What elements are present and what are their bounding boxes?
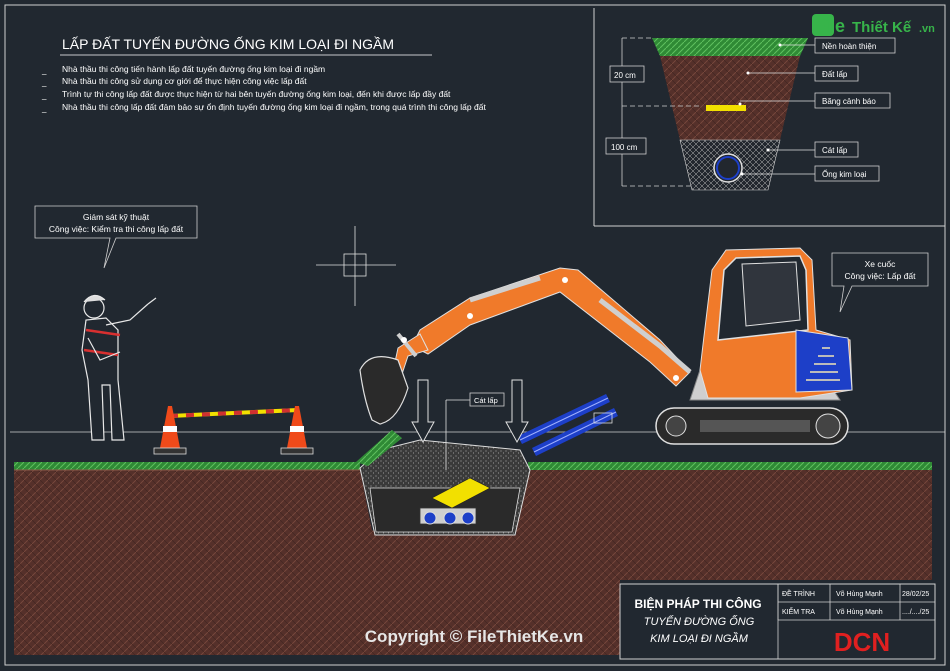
brand-part-b: Thiết Kế — [852, 19, 912, 36]
warning-tape — [706, 105, 746, 111]
title-block-line3: KIM LOẠI ĐI NGẦM — [650, 632, 749, 645]
title-block-line1: BIỆN PHÁP THI CÔNG — [634, 596, 761, 611]
excavator-callout: Xe cuốc Công việc: Lấp đất — [831, 252, 929, 313]
label-warning-tape: Băng cảnh báo — [822, 97, 876, 106]
excavator-boom — [411, 267, 691, 387]
row1-date: 28/02/25 — [902, 591, 929, 598]
trench-pipes — [419, 507, 477, 525]
row2-name: Võ Hùng Mạnh — [836, 609, 883, 616]
note-1: Nhà thầu thi công tiến hành lấp đất tuyế… — [62, 64, 325, 74]
brand-watermark: File Thiết Kế .vn — [812, 14, 935, 36]
backfill-soil-layer — [660, 56, 800, 140]
row1-label: ĐỀ TRÌNH — [782, 588, 815, 598]
dim-100cm: 100 cm — [611, 143, 638, 152]
brand-part-c: .vn — [919, 23, 935, 35]
title-block-line2: TUYẾN ĐƯỜNG ỐNG — [644, 615, 755, 628]
excavator-engine-cover — [795, 329, 853, 393]
trench-label: Cát lấp — [474, 396, 498, 405]
title-block: BIỆN PHÁP THI CÔNG TUYẾN ĐƯỜNG ỐNG KIM L… — [619, 583, 936, 660]
finished-surface-layer — [652, 38, 808, 56]
traffic-barrier — [153, 406, 314, 455]
svg-text:_: _ — [41, 91, 47, 100]
label-metal-pipe: Ống kim loại — [822, 169, 867, 179]
note-3: Trình tự thi công lấp đất được thực hiện… — [62, 89, 451, 99]
excavator — [359, 247, 853, 445]
ground-grass-right — [528, 462, 932, 470]
ground-grass-left — [14, 462, 360, 470]
excavator-name: Xe cuốc — [865, 259, 896, 269]
fill-direction-arrows — [411, 379, 529, 444]
drawing-title: LẤP ĐẤT TUYẾN ĐƯỜNG ỐNG KIM LOẠI ĐI NGẦM — [62, 35, 394, 52]
note-2: Nhà thầu thi công sử dụng cơ giới để thự… — [62, 76, 307, 86]
svg-text:_: _ — [41, 78, 47, 87]
notes-list: _ Nhà thầu thi công tiến hành lấp đất tu… — [41, 64, 486, 113]
label-backfill-soil: Đất lấp — [822, 70, 848, 79]
brand-part-a: File — [814, 16, 845, 36]
cad-crosshair — [316, 226, 396, 306]
row2-date: ..../..../25 — [902, 609, 929, 616]
surface-pipes — [518, 393, 618, 457]
trench-section-detail: 20 cm 100 cm Nền hoàn thiện Đất lấp Băng… — [593, 8, 945, 227]
row1-name: Võ Hùng Mạnh — [836, 591, 883, 598]
supervisor-callout: Giám sát kỹ thuật Công việc: Kiểm tra th… — [34, 205, 198, 269]
row2-label: KIỂM TRA — [782, 607, 815, 616]
copyright-watermark: Copyright © FileThietKe.vn — [365, 627, 583, 646]
metal-pipe-section — [713, 153, 743, 183]
excavator-bucket — [359, 356, 409, 425]
svg-text:_: _ — [41, 104, 47, 113]
svg-text:_: _ — [41, 66, 47, 75]
supervisor-task: Công việc: Kiểm tra thi công lấp đất — [49, 224, 184, 234]
supervisor-figure — [81, 294, 157, 441]
trench-warning-tape — [431, 477, 491, 509]
label-sand-bedding: Cát lấp — [822, 146, 848, 155]
note-4: Nhà thầu thi công lấp đất đảm bảo sự ổn … — [62, 102, 486, 112]
ground-soil — [14, 470, 932, 655]
dcn-logo: DCN — [834, 627, 890, 657]
excavator-task: Công việc: Lấp đất — [845, 271, 917, 281]
label-finished-surface: Nền hoàn thiện — [822, 42, 876, 51]
supervisor-role: Giám sát kỹ thuật — [83, 212, 150, 222]
trench-edge-grass — [356, 430, 402, 466]
dim-20cm: 20 cm — [614, 71, 636, 80]
sheet-border — [4, 4, 946, 666]
